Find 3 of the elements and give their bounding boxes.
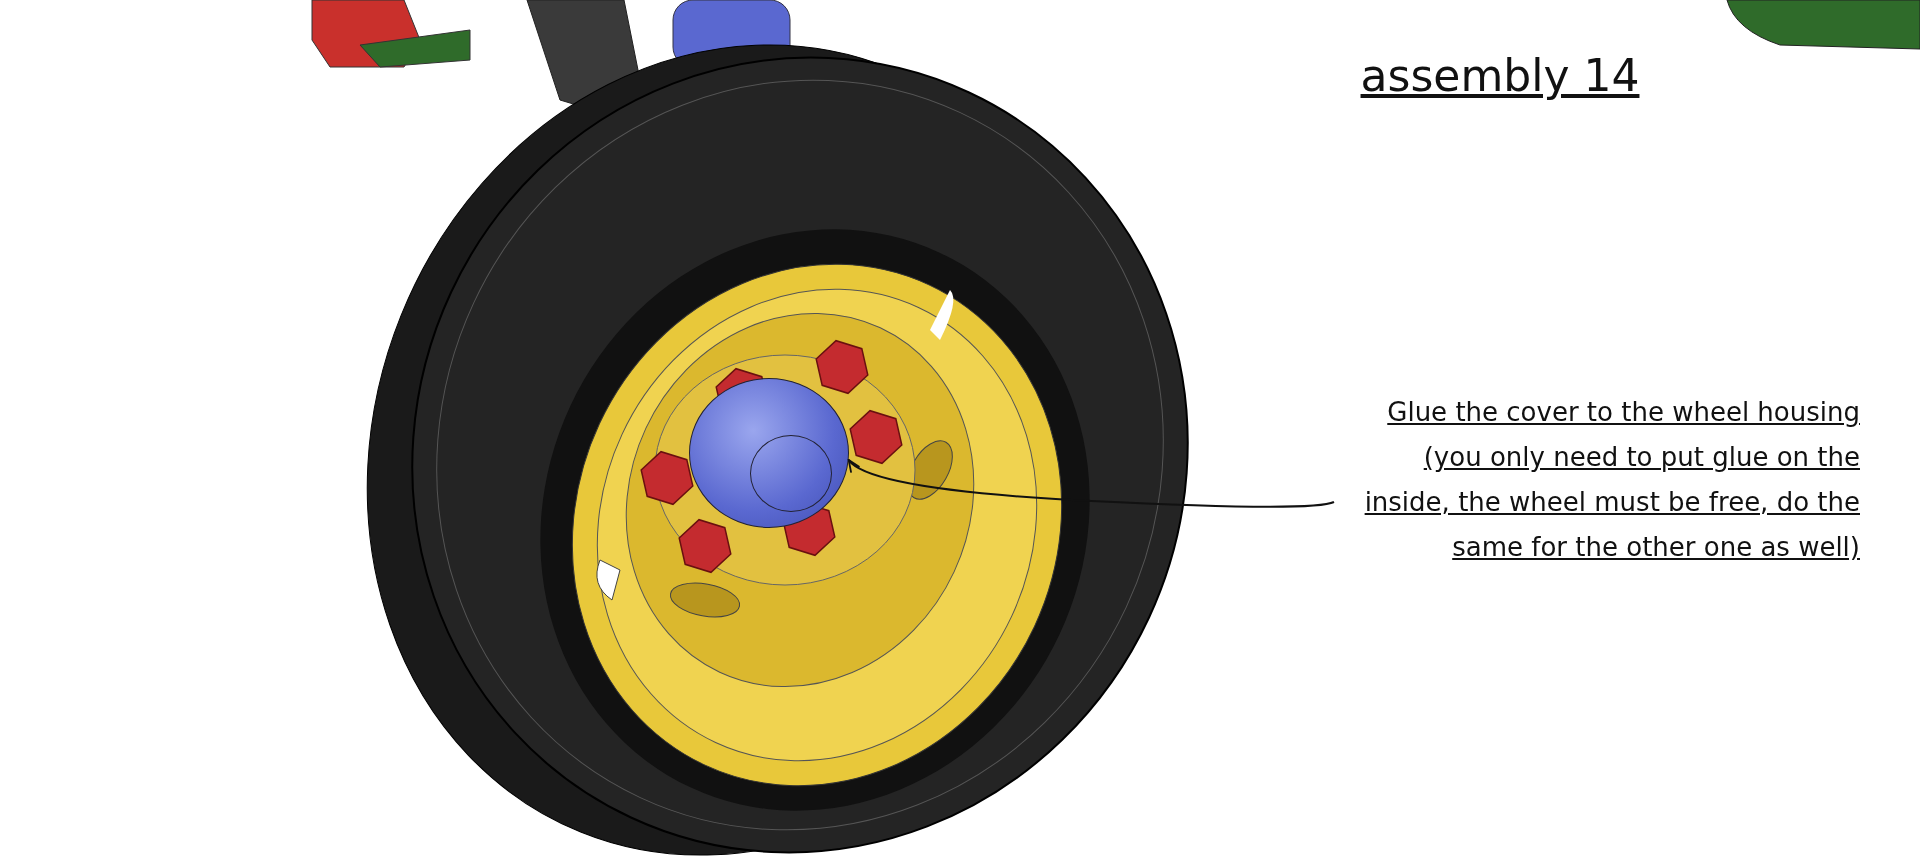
leader-line xyxy=(847,458,1335,508)
title: assembly 14 xyxy=(1359,50,1641,101)
instruction-note: Glue the cover to the wheel housing (you only need to put glue on the inside, the wheel must be free, do the same for the other one as well) xyxy=(1340,390,1860,570)
